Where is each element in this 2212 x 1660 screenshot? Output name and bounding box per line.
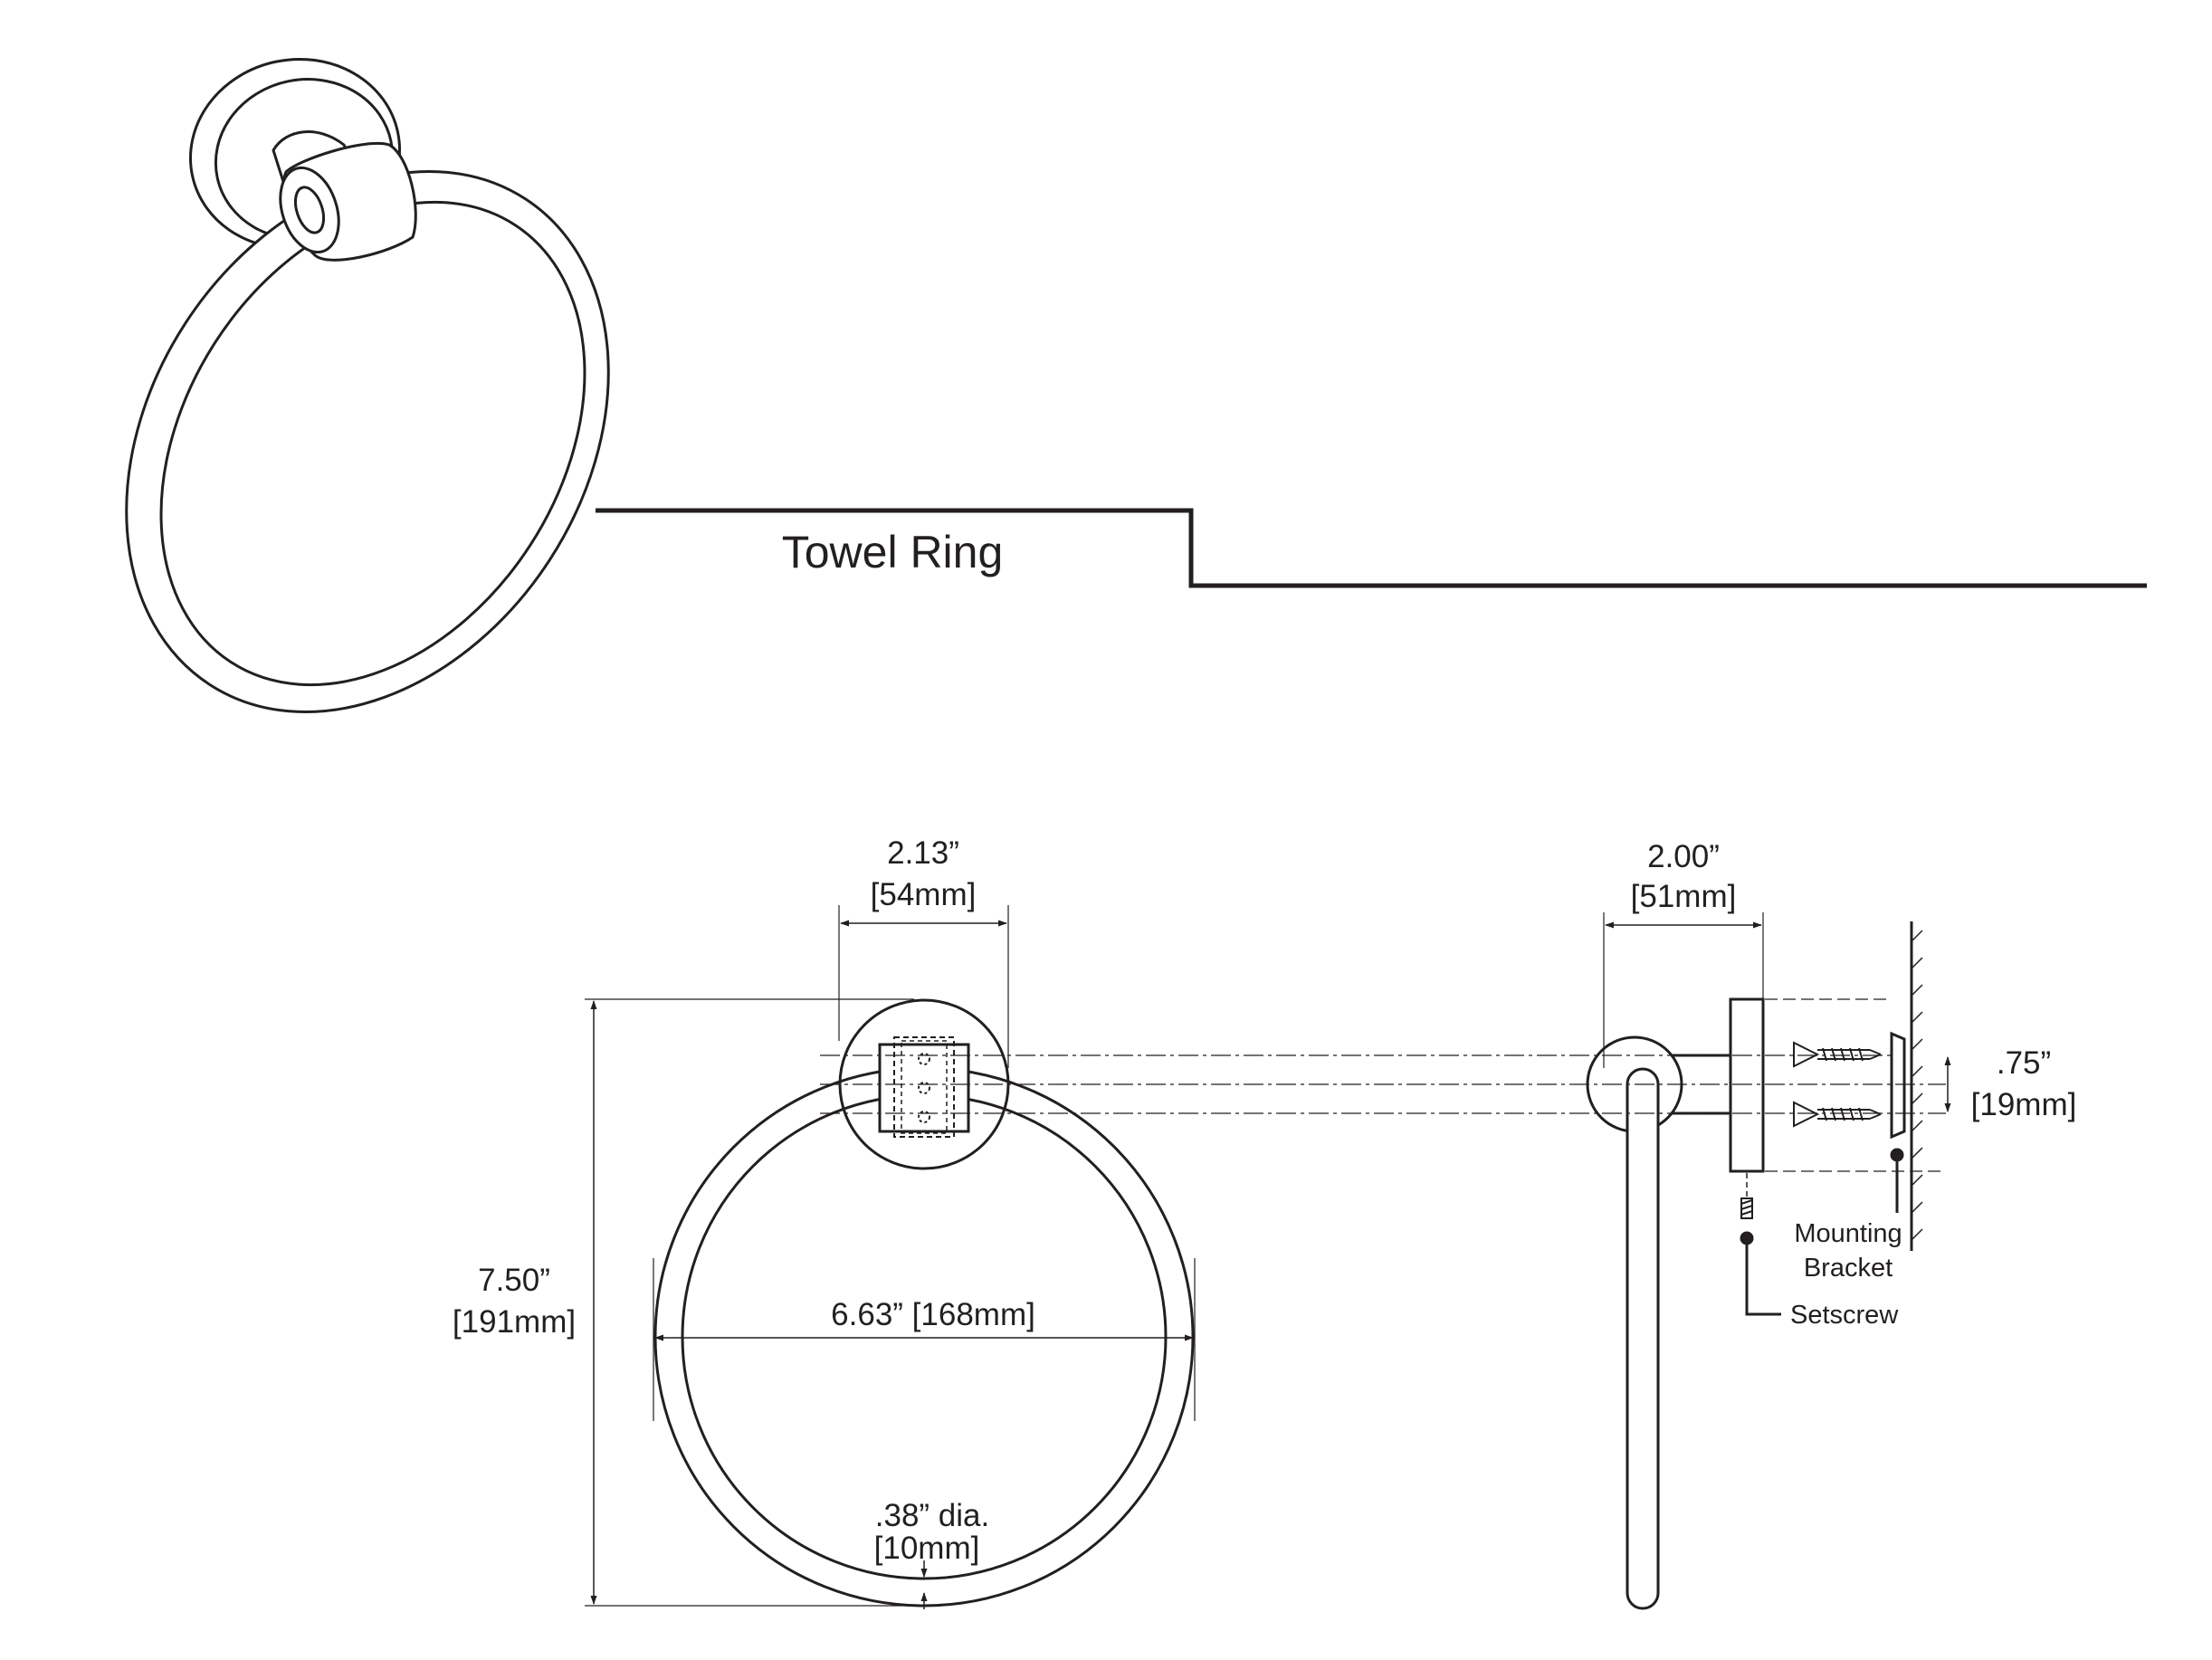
dim-projection-inches: 2.00” — [1647, 839, 1720, 874]
dim-rod-dia-mm: [10mm] — [874, 1531, 980, 1566]
dim-projection-mm: [51mm] — [1631, 879, 1737, 914]
front-bracket-hidden — [893, 1036, 955, 1138]
dim-rod-dia-inches: .38” dia. — [875, 1498, 989, 1533]
dim-screw-spacing-inches: .75” — [1997, 1045, 2051, 1081]
dimension-lines — [590, 920, 1951, 1609]
label-mounting: Mounting — [1794, 1219, 1902, 1248]
front-bracket-sleeve — [878, 1043, 970, 1133]
dim-height-inches: 7.50” — [478, 1263, 550, 1298]
dim-mount-width-mm: [54mm] — [871, 877, 977, 912]
dim-screw-spacing-mm: [19mm] — [1971, 1087, 2077, 1122]
front-setscrew-hole-bot — [918, 1111, 930, 1123]
dim-ring-width-label: 6.63” [168mm] — [831, 1297, 1035, 1332]
label-setscrew: Setscrew — [1790, 1301, 1899, 1330]
leaders — [1740, 1148, 1904, 1316]
side-flange — [1729, 997, 1765, 1173]
setscrew-part — [1740, 1197, 1753, 1219]
front-setscrew-hole-mid — [918, 1082, 930, 1094]
dim-mount-width-inches: 2.13” — [887, 835, 959, 871]
front-bracket-hidden-inner — [901, 1040, 948, 1134]
mounting-bracket-plate — [1890, 1031, 1906, 1140]
wall-hatch — [1911, 930, 1923, 1241]
title-rule — [596, 508, 2147, 588]
dim-height-mm: [191mm] — [453, 1304, 576, 1340]
screw-bottom — [1793, 1101, 1882, 1128]
screw-top — [1793, 1041, 1882, 1068]
setscrew-leader — [1745, 1238, 1781, 1316]
side-rod — [1626, 1067, 1660, 1610]
front-setscrew-hole-top — [918, 1053, 930, 1065]
iso-collar-end — [279, 166, 340, 254]
iso-collar-hole — [293, 186, 326, 234]
label-bracket: Bracket — [1804, 1254, 1893, 1283]
product-title: Towel Ring — [782, 527, 1004, 577]
isometric-view — [125, 57, 610, 714]
extension-lines — [585, 905, 1946, 1607]
iso-ring-inner — [159, 200, 586, 687]
